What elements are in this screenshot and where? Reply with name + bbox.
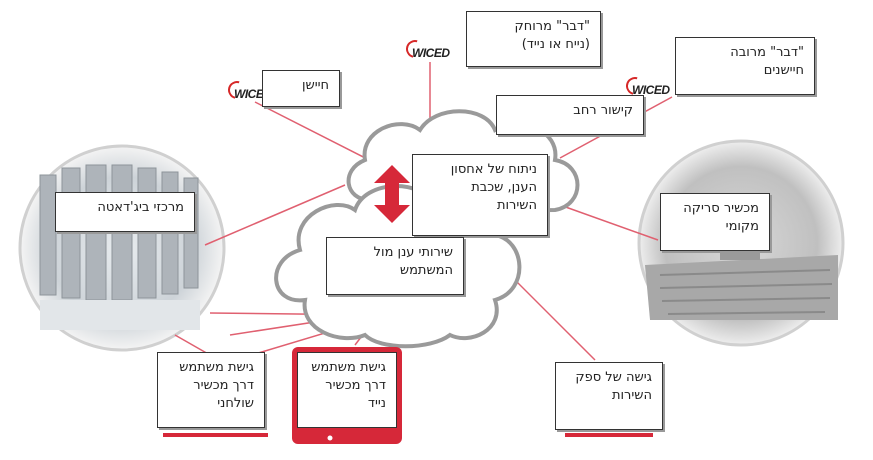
sync-arrow-icon	[374, 165, 410, 223]
label-broadband: קישור רחב	[496, 95, 644, 135]
label-desktop-access: גישת משתמש דרך מכשיר שולחני	[157, 352, 265, 428]
label-thing-multi-sensors: "דבר" מרובה חיישנים	[675, 37, 815, 95]
bigdata-center-circle	[18, 144, 226, 352]
wiced-logo-multi: WICED	[622, 73, 670, 99]
label-bigdata-center: מרכזי ביג'דאטה	[55, 192, 195, 232]
label-mobile-access: גישת משתמש דרך מכשיר נייד	[297, 352, 397, 428]
label-sensor: חיישן	[262, 70, 340, 107]
desktop-device-underline	[163, 433, 268, 437]
label-user-cloud-service: שירותי ענן מול המשתמש	[326, 237, 464, 295]
label-provider-access: גישה של ספק השירות	[555, 362, 663, 430]
label-local-scanner: מכשיר סריקה מקומי	[660, 193, 770, 251]
label-cloud-storage-analysis: ניתוח של אחסון הענן, שכבת השירות	[412, 154, 548, 236]
label-remote-thing: "דבר" מרוחק (נייח או נייד)	[466, 11, 601, 67]
wiced-logo-remote: WICED	[402, 36, 450, 62]
provider-underline	[565, 433, 653, 437]
